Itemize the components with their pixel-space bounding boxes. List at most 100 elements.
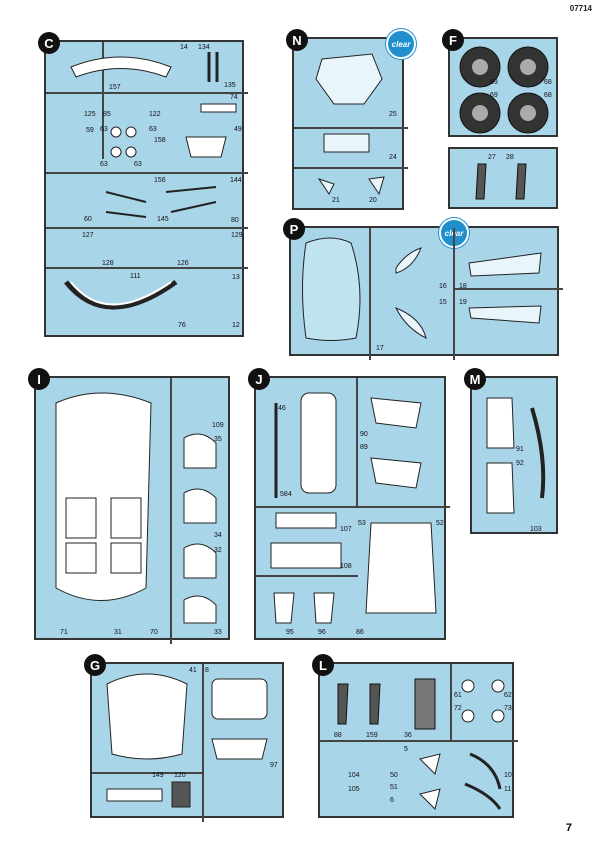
sprue-p: P clear 16 18 15 19 17 [283, 218, 563, 360]
sprue-j: J 46 4 58 90 89 107 53 52 108 95 96 86 [248, 368, 450, 640]
part-number: 96 [318, 629, 326, 636]
part-number: 36 [404, 732, 412, 739]
part-number: 8 [205, 667, 209, 674]
part-number: 5 [404, 746, 408, 753]
part-number: 156 [154, 177, 166, 184]
sprue-l: L 61 62 72 73 88 159 36 5 104 50 10 105 … [312, 654, 518, 818]
sprue-i: I 109 35 34 32 33 71 31 70 [28, 368, 230, 644]
part-number: 90 [360, 431, 368, 438]
part-number: 17 [376, 345, 384, 352]
part-number: 63 [100, 161, 108, 168]
part-number: 63 [149, 126, 157, 133]
part-number: 69 [490, 92, 498, 99]
part-number: 109 [212, 422, 224, 429]
part-number: 51 [390, 784, 398, 791]
sprue-letter: C [38, 32, 60, 54]
part-number: 34 [214, 532, 222, 539]
part-number: 69 [490, 79, 498, 86]
sprue-f2: 27 28 [448, 147, 558, 209]
part-number: 19 [459, 299, 467, 306]
part-number: 157 [109, 84, 121, 91]
sprue-letter: L [312, 654, 334, 676]
part-drawing [315, 53, 385, 196]
part-number: 31 [114, 629, 122, 636]
part-number: 49 [234, 126, 242, 133]
part-drawing [106, 673, 268, 808]
part-number: 32 [214, 547, 222, 554]
part-number: 76 [178, 322, 186, 329]
part-number: 59 [86, 127, 94, 134]
part-number: 122 [149, 111, 161, 118]
part-number: 95 [286, 629, 294, 636]
part-number: 68 [544, 79, 552, 86]
sprue-letter: F [442, 29, 464, 51]
part-number: 158 [154, 137, 166, 144]
part-number: 92 [516, 460, 524, 467]
sprue-letter: G [84, 654, 106, 676]
part-number: 25 [389, 111, 397, 118]
part-number: 88 [334, 732, 342, 739]
page-number: 7 [565, 822, 572, 834]
part-number: 63 [100, 126, 108, 133]
part-number: 41 [189, 667, 197, 674]
part-number: 58 [280, 491, 288, 498]
part-number: 68 [544, 92, 552, 99]
part-number: 46 [278, 405, 286, 412]
part-number: 74 [230, 94, 238, 101]
sprue-n: N clear 25 24 21 20 [286, 29, 416, 210]
part-drawing [475, 163, 527, 200]
part-number: 127 [82, 232, 94, 239]
part-number: 21 [332, 197, 340, 204]
part-number: 35 [214, 436, 222, 443]
sprue-c: C 14 134 135 157 74 125 85 122 59 63 63 … [38, 32, 248, 337]
part-number: 61 [454, 692, 462, 699]
part-number: 126 [177, 260, 189, 267]
part-number: 33 [214, 629, 222, 636]
part-number: 91 [516, 446, 524, 453]
part-drawing [55, 392, 217, 624]
part-number: 20 [369, 197, 377, 204]
part-number: 105 [348, 786, 360, 793]
part-number: 12 [232, 322, 240, 329]
part-number: 10 [504, 772, 512, 779]
document-code: 07714 [569, 4, 592, 13]
part-number: 18 [459, 283, 467, 290]
sprue-letter: N [286, 29, 308, 51]
sprue-letter: I [28, 368, 50, 390]
part-number: 149 [152, 772, 164, 779]
part-number: 28 [506, 154, 514, 161]
part-number: 145 [157, 216, 169, 223]
part-number: 159 [366, 732, 378, 739]
part-number: 85 [103, 111, 111, 118]
sprue-m: M 91 92 103 [464, 368, 558, 534]
part-number: 103 [530, 526, 542, 533]
part-drawing [337, 678, 505, 810]
part-number: 129 [231, 232, 243, 239]
part-number: 53 [358, 520, 366, 527]
part-number: 86 [356, 629, 364, 636]
part-number: 144 [230, 177, 242, 184]
part-number: 111 [130, 273, 141, 280]
part-number: 50 [390, 772, 398, 779]
part-number: 63 [134, 161, 142, 168]
part-number: 97 [270, 762, 278, 769]
part-number: 108 [340, 563, 352, 570]
part-number: 15 [439, 299, 447, 306]
part-number: 14 [180, 44, 188, 51]
part-number: 13 [232, 274, 240, 281]
sprue-letter: P [283, 218, 305, 240]
sprue-f: F 69 68 69 68 [442, 29, 558, 137]
part-number: 6 [390, 797, 394, 804]
part-number: 120 [174, 772, 186, 779]
part-drawing [64, 52, 237, 310]
part-drawing [302, 237, 542, 341]
part-number: 70 [150, 629, 158, 636]
part-number: 71 [60, 629, 68, 636]
part-number: 134 [198, 44, 210, 51]
part-number: 135 [224, 82, 236, 89]
sprue-letter: J [248, 368, 270, 390]
clear-badge: clear [386, 29, 416, 59]
part-number: 16 [439, 283, 447, 290]
part-number: 128 [102, 260, 114, 267]
part-number: 11 [504, 786, 512, 793]
